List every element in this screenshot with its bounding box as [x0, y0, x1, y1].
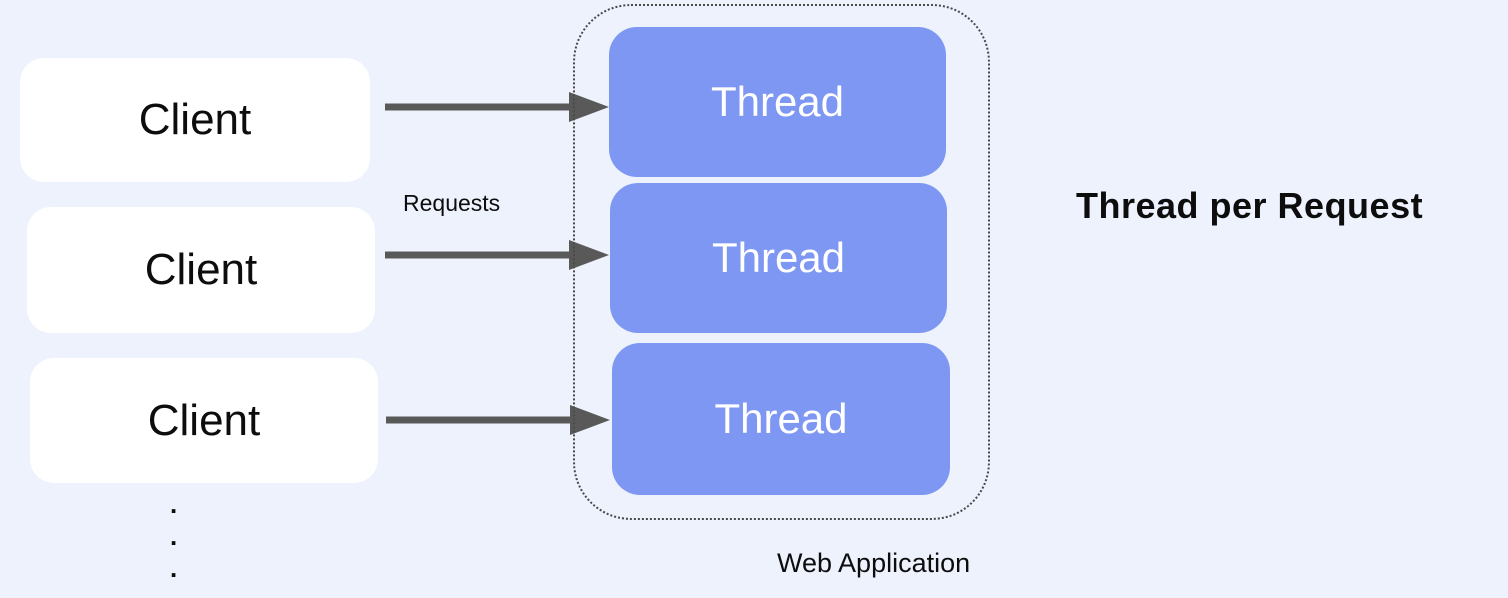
- web-application-container: [573, 4, 990, 520]
- thread-box-2-label: Thread: [711, 234, 846, 281]
- ellipsis-dot: .: [170, 553, 178, 583]
- requests-label: Requests: [403, 190, 501, 216]
- client-box-2: Client: [27, 207, 375, 333]
- request-arrow-3: [386, 405, 610, 435]
- more-clients-ellipsis: . . .: [170, 488, 177, 584]
- thread-box-2: Thread: [610, 183, 947, 333]
- diagram-title: Thread per Request: [1076, 185, 1424, 226]
- request-arrow-1: [385, 92, 609, 122]
- request-arrow-2: [385, 240, 609, 270]
- thread-box-1-label: Thread: [710, 78, 845, 125]
- client-box-2-label: Client: [144, 245, 258, 294]
- web-application-label: Web Application: [777, 548, 971, 578]
- thread-box-3-label: Thread: [714, 395, 848, 442]
- ellipsis-dot: .: [170, 521, 178, 551]
- client-box-1-label: Client: [138, 95, 252, 144]
- client-box-1: Client: [20, 58, 370, 182]
- thread-box-1: Thread: [609, 27, 946, 177]
- ellipsis-dot: .: [170, 489, 178, 519]
- thread-box-3: Thread: [612, 343, 950, 495]
- client-box-3: Client: [30, 358, 378, 483]
- client-box-3-label: Client: [147, 395, 261, 445]
